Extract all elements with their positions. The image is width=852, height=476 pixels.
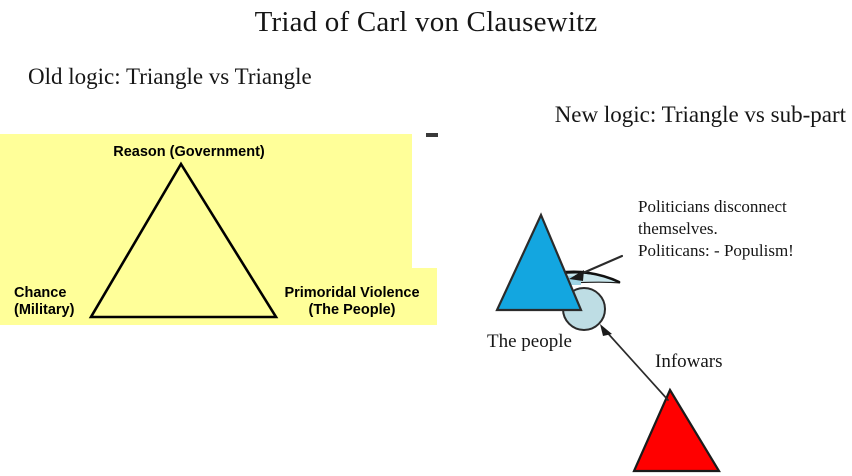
politicians-annotation-line3: Politicans: - Populism! (638, 241, 794, 260)
label-chance-line1: Chance (14, 285, 67, 301)
yellow-panel-extension (256, 268, 437, 325)
label-violence-line1: Primoridal Violence (284, 285, 420, 301)
annotation-arrow-to-sliver (569, 254, 624, 281)
blue-triangle-shape (495, 212, 583, 312)
panel-dash-marker (426, 133, 438, 137)
label-primoridal-violence: Primoridal Violence (The People) (264, 285, 440, 319)
infowars-label: Infowars (655, 351, 723, 372)
label-reason-government: Reason (Government) (113, 144, 265, 160)
sliver-base-bar (557, 276, 581, 285)
politicians-annotation: Politicians disconnect themselves. Polit… (638, 196, 852, 262)
the-people-circle (562, 287, 606, 331)
red-triangle-shape (632, 387, 721, 473)
politicians-sliver-shape (559, 272, 621, 284)
page-title: Triad of Carl von Clausewitz (254, 6, 598, 38)
label-chance-military: Chance (Military) (14, 285, 98, 319)
politicians-annotation-line2: themselves. (638, 219, 718, 238)
old-logic-heading: Old logic: Triangle vs Triangle (28, 64, 312, 89)
politicians-sliver-top-edge (557, 270, 621, 284)
new-logic-heading: New logic: Triangle vs sub-part (554, 102, 846, 127)
label-chance-line2: (Military) (14, 302, 75, 318)
the-people-label: The people (487, 331, 572, 352)
label-violence-line2: (The People) (308, 302, 396, 318)
politicians-annotation-line1: Politicians disconnect (638, 197, 787, 216)
